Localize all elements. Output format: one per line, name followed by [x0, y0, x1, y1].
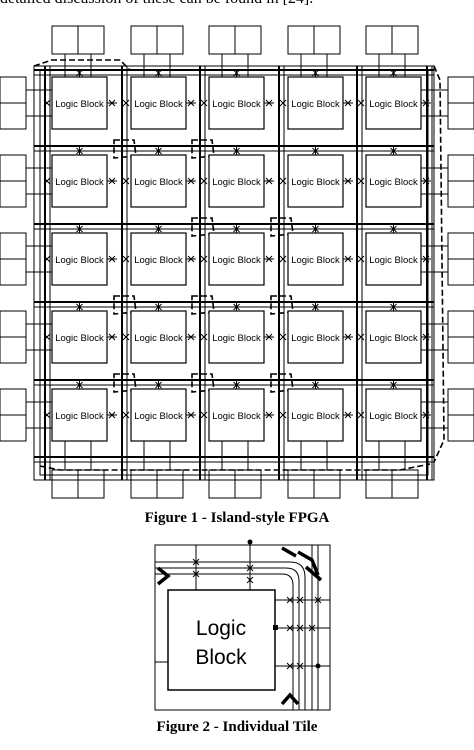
logic-block: Logic Block	[200, 381, 274, 442]
logic-block: Logic Block	[200, 225, 274, 286]
logic-block: Logic Block	[122, 303, 196, 364]
logic-block-label: Logic Block	[291, 177, 340, 188]
logic-block-label: Logic Block	[55, 177, 104, 188]
tile-logic-label-line1: Logic	[196, 617, 246, 640]
logic-block: Logic Block	[43, 147, 117, 208]
tile-logic-label-line2: Block	[195, 646, 247, 669]
logic-block-label: Logic Block	[291, 333, 340, 344]
logic-block-label: Logic Block	[134, 99, 183, 110]
logic-block-label: Logic Block	[212, 255, 261, 266]
logic-block-label: Logic Block	[369, 255, 418, 266]
logic-block-label: Logic Block	[55, 99, 104, 110]
logic-block: Logic Block	[122, 69, 196, 130]
figure-1-caption: Figure 1 - Island-style FPGA	[144, 510, 330, 526]
logic-block: Logic Block	[43, 69, 117, 130]
logic-block: Logic Block	[279, 69, 353, 130]
logic-block-label: Logic Block	[134, 177, 183, 188]
logic-block: Logic Block	[200, 303, 274, 364]
logic-block: Logic Block	[43, 225, 117, 286]
logic-block-label: Logic Block	[134, 333, 183, 344]
logic-block: Logic Block	[43, 381, 117, 442]
logic-block: Logic Block	[357, 381, 431, 442]
logic-block-label: Logic Block	[291, 411, 340, 422]
body-text-fragment: detailed discussion of these can be foun…	[0, 0, 313, 8]
logic-block: Logic Block	[122, 225, 196, 286]
logic-block-label: Logic Block	[134, 255, 183, 266]
logic-block: Logic Block	[279, 225, 353, 286]
figure-2-caption: Figure 2 - Individual Tile	[156, 719, 318, 735]
logic-block-label: Logic Block	[291, 99, 340, 110]
logic-block: Logic Block	[357, 147, 431, 208]
logic-block: Logic Block	[357, 69, 431, 130]
logic-block-label: Logic Block	[212, 333, 261, 344]
logic-block-label: Logic Block	[212, 99, 261, 110]
logic-block: Logic Block	[200, 69, 274, 130]
logic-block-label: Logic Block	[291, 255, 340, 266]
logic-block-label: Logic Block	[212, 411, 261, 422]
logic-block: Logic Block	[43, 303, 117, 364]
logic-block: Logic Block	[122, 147, 196, 208]
logic-block: Logic Block	[200, 147, 274, 208]
logic-block: Logic Block	[122, 381, 196, 442]
logic-block-label: Logic Block	[369, 99, 418, 110]
logic-block-label: Logic Block	[134, 411, 183, 422]
logic-block-label: Logic Block	[369, 333, 418, 344]
logic-block: Logic Block	[279, 303, 353, 364]
logic-block-label: Logic Block	[55, 411, 104, 422]
logic-block: Logic Block	[279, 147, 353, 208]
logic-block-label: Logic Block	[212, 177, 261, 188]
logic-block-label: Logic Block	[55, 255, 104, 266]
tile-logic-block	[167, 589, 276, 691]
logic-block-label: Logic Block	[55, 333, 104, 344]
logic-block: Logic Block	[279, 381, 353, 442]
logic-block: Logic Block	[357, 225, 431, 286]
logic-block-label: Logic Block	[369, 177, 418, 188]
logic-block: Logic Block	[357, 303, 431, 364]
logic-block-label: Logic Block	[369, 411, 418, 422]
